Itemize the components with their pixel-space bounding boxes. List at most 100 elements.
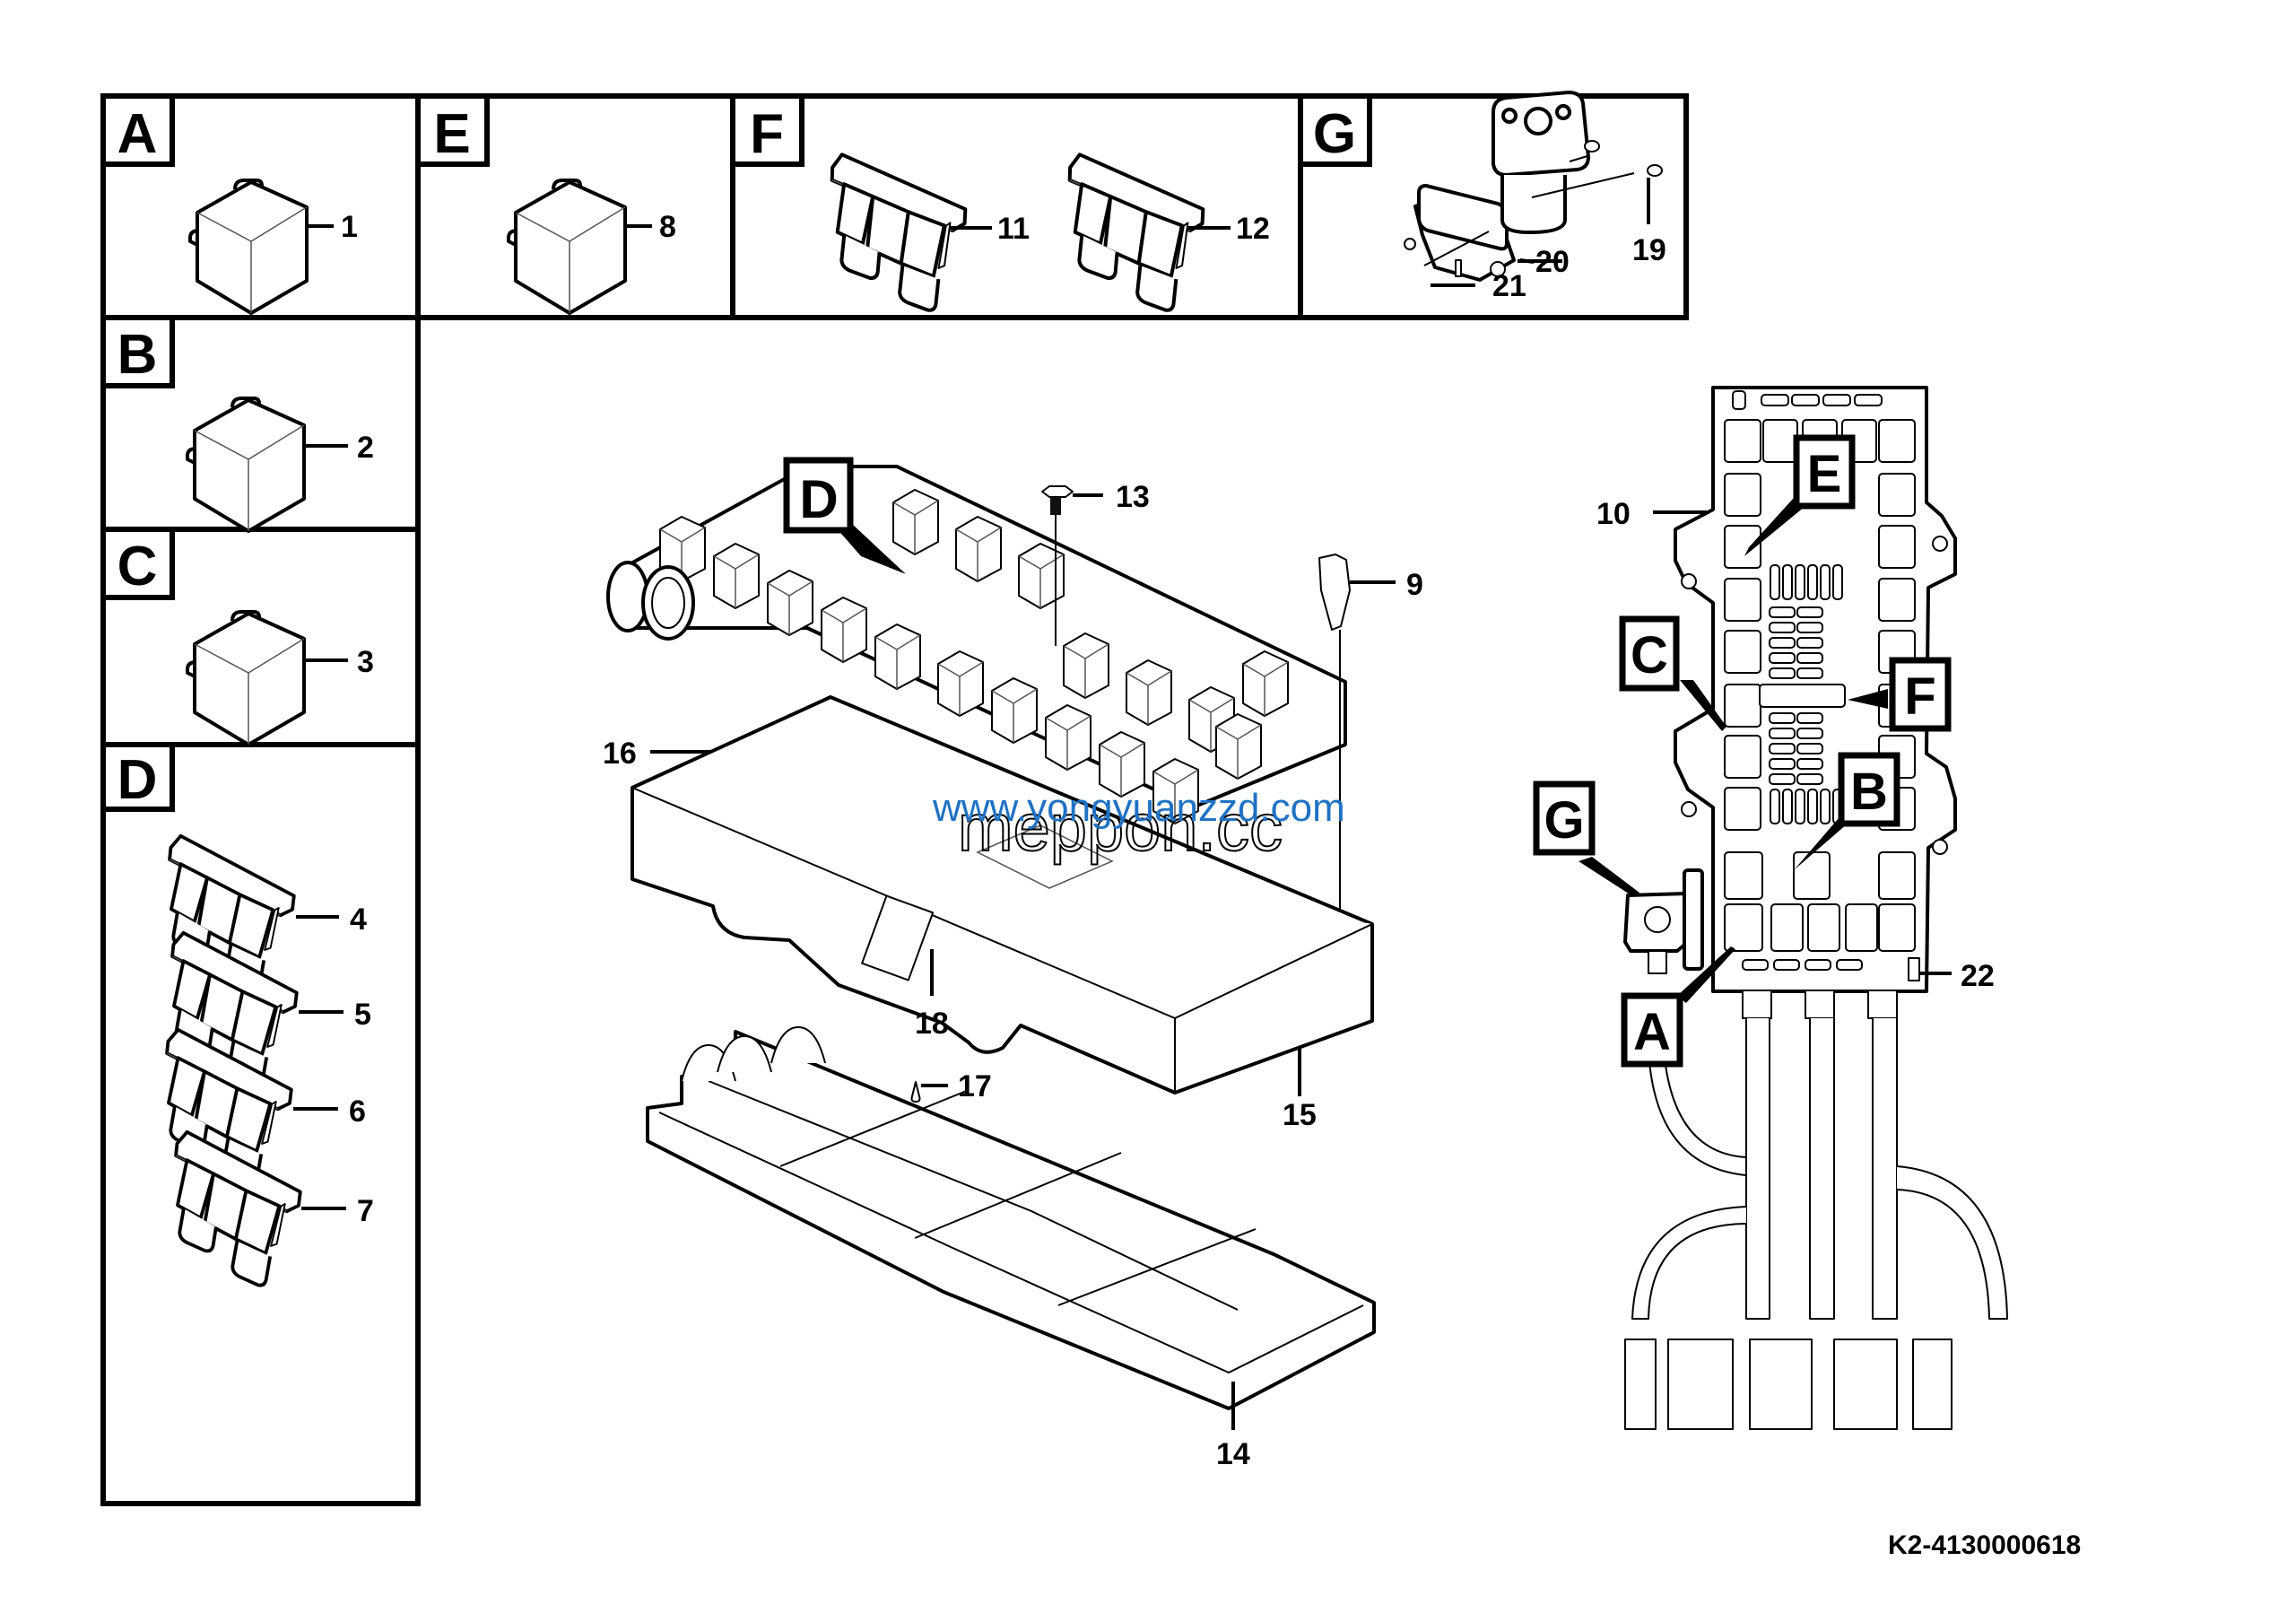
item-number: 13 (1116, 480, 1150, 514)
panel-b: B 2 (100, 315, 374, 533)
connector-slot (1791, 394, 1820, 406)
base-tray (646, 1026, 1376, 1410)
connector-plug (1912, 1339, 1952, 1430)
item-number: 17 (958, 1069, 992, 1103)
connector-slot (1854, 394, 1883, 406)
cluster-relay (1215, 713, 1262, 780)
callout-letter: B (1850, 763, 1888, 821)
panel-label-box (100, 742, 175, 812)
relay-socket (1724, 903, 1763, 952)
connector-plug (1749, 1339, 1813, 1430)
relay-icon (507, 179, 627, 315)
detail-panel-grid (100, 93, 1689, 1506)
relay-socket (1845, 903, 1878, 952)
cluster-relay (713, 543, 760, 609)
item-number: 11 (997, 212, 1030, 246)
cluster-relay (1152, 758, 1199, 824)
main-relay-icon (1492, 91, 1590, 234)
fuse-slot (1769, 773, 1796, 785)
panel-letter: B (117, 324, 158, 386)
panel-letter: E (433, 103, 470, 165)
main-fuse-holder (1759, 684, 1846, 708)
relay-socket (1724, 630, 1761, 674)
fuse-slot (1796, 637, 1823, 649)
callout-c: C (1619, 615, 1726, 731)
fuse-slot (1769, 728, 1796, 739)
panel-label-box (1298, 93, 1372, 167)
connector-plug (1833, 1339, 1898, 1430)
panel-g: G 19 20 21 (1298, 91, 1666, 303)
callout-f: F (1848, 657, 1952, 732)
panel-letter: A (117, 103, 158, 165)
relay-socket (1724, 735, 1761, 779)
mount-hole (1932, 839, 1948, 855)
callout-e: E (1744, 434, 1856, 556)
item-number: 20 (1535, 245, 1570, 279)
callout-a: A (1621, 946, 1735, 1068)
fuse-slot (1820, 564, 1831, 600)
item-number: 6 (349, 1094, 366, 1129)
fuse-icon (1047, 151, 1213, 316)
callout-letter: E (1807, 445, 1842, 503)
fuse-slot (1796, 606, 1823, 618)
fuse-slot (1795, 564, 1805, 600)
connector-slot (1822, 394, 1851, 406)
fuse-puller-icon (1318, 554, 1351, 631)
callout-letter: C (1631, 626, 1668, 685)
item-13: 13 (1041, 480, 1150, 646)
panel-a: A 1 (100, 93, 358, 315)
bolt-icon (1647, 164, 1663, 177)
fuse-slot (1769, 606, 1796, 618)
item-number: 22 (1961, 959, 1995, 993)
item-number: 7 (357, 1194, 374, 1228)
item-number: 12 (1236, 212, 1270, 246)
relay-socket (1878, 903, 1916, 952)
panel-letter: F (750, 103, 784, 165)
cluster-relay (767, 570, 813, 636)
callout-letter: G (1544, 791, 1584, 850)
cluster-relay (1099, 731, 1145, 798)
relay-icon (186, 610, 306, 746)
fuse-slot (1796, 712, 1823, 724)
callout-d: D (783, 457, 906, 574)
cluster-relay (821, 597, 867, 663)
panel-d: D 4 5 6 7 (100, 742, 374, 1292)
fuse-slot (1770, 789, 1780, 824)
item-9: 9 (1318, 554, 1423, 922)
item-number: 19 (1632, 233, 1666, 267)
watermark-url: www.yongyuanzzd.com (932, 786, 1345, 830)
item-number: 8 (659, 210, 676, 244)
relay-cluster (606, 465, 1347, 824)
watermark-outline: meppon.cc (958, 790, 1283, 865)
connector-slot (1773, 959, 1800, 971)
drawing-id: K2-4130000618 (1888, 1530, 2081, 1560)
callout-letter: F (1904, 667, 1935, 726)
cluster-relay (937, 650, 984, 717)
main-assembly: D 13 9 16 18 15 (603, 457, 1423, 1471)
fuse-slot (1770, 564, 1780, 600)
fuse-slot (1796, 743, 1823, 754)
relay-socket (1770, 903, 1804, 952)
panel-label-box (100, 315, 175, 388)
relay-socket (1724, 787, 1761, 831)
panel-e: E 8 (415, 93, 676, 315)
connector-plug (1624, 1339, 1657, 1430)
mount-hole (1932, 536, 1948, 552)
relay-socket (1724, 578, 1761, 622)
harness (1624, 991, 2008, 1430)
fuse-slot (1795, 789, 1805, 824)
relay-icon (186, 397, 306, 533)
relay-socket (1878, 578, 1916, 622)
item-number: 16 (603, 737, 637, 771)
fuse-slot (1796, 667, 1823, 679)
item-number: 1 (341, 210, 358, 244)
item-number: 2 (357, 431, 374, 465)
connector-slot (1732, 390, 1746, 410)
fuse-slot (1796, 758, 1823, 770)
cluster-relay (1018, 543, 1065, 609)
relay-socket (1724, 525, 1761, 569)
item-17: 17 (910, 1069, 992, 1103)
panel-c: C 3 (100, 527, 374, 746)
bolt-icon (1041, 485, 1074, 498)
panel-letter: G (1313, 103, 1356, 165)
